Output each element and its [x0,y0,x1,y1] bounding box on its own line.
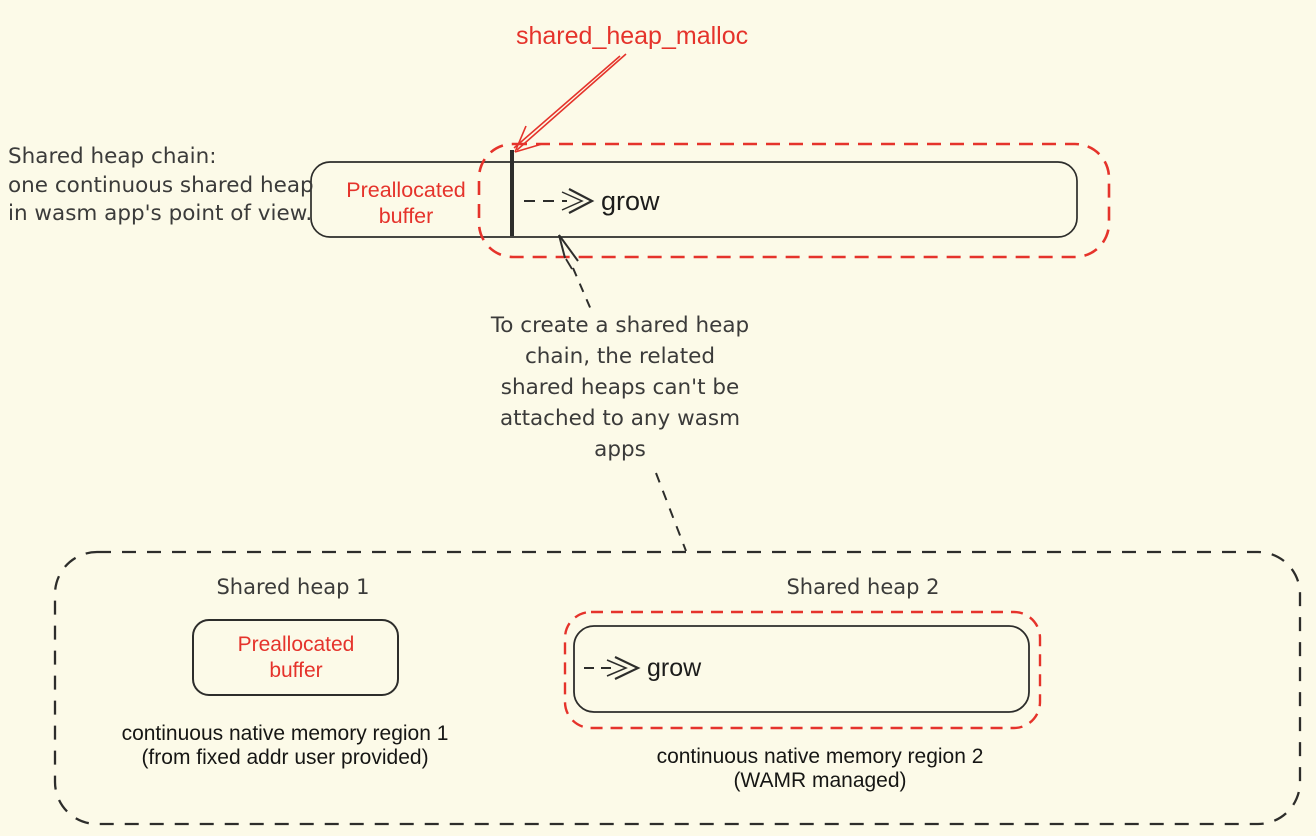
memory-region2-caption: continuous native memory region 2 (WAMR … [656,745,984,792]
preallocated-buffer-label-top: Preallocated buffer [346,178,466,228]
note-connector-upper [572,267,593,313]
malloc-arrow-icon [513,53,627,153]
shared-heap2-outline [563,610,1042,730]
chain-note-text: To create a shared heap chain, the relat… [490,313,750,462]
shared-heap2-title: Shared heap 2 [786,575,940,599]
grow-label-box2: grow [647,654,702,682]
shared-heap1-box [192,619,399,696]
note-connector-lower [655,472,687,552]
grow-arrow-icon [524,188,595,214]
red-dashed-region-outline [477,142,1111,259]
grow-label-top: grow [601,186,660,216]
pointer-arrow-icon [558,234,579,270]
memory-region1-caption: continuous native memory region 1 (from … [121,722,449,769]
shared-heaps-group-outline [53,550,1302,826]
shared-heap-chain-bar [310,161,1078,238]
shared-heap-malloc-label: shared_heap_malloc [516,22,749,50]
shared-heap1-title: Shared heap 1 [216,575,370,599]
shared-heap2-box [573,625,1030,713]
grow-arrow-2-icon [584,656,641,680]
preallocated-buffer-label-box1: Preallocated buffer [237,633,355,682]
intro-label: Shared heap chain: one continuous shared… [8,144,314,226]
